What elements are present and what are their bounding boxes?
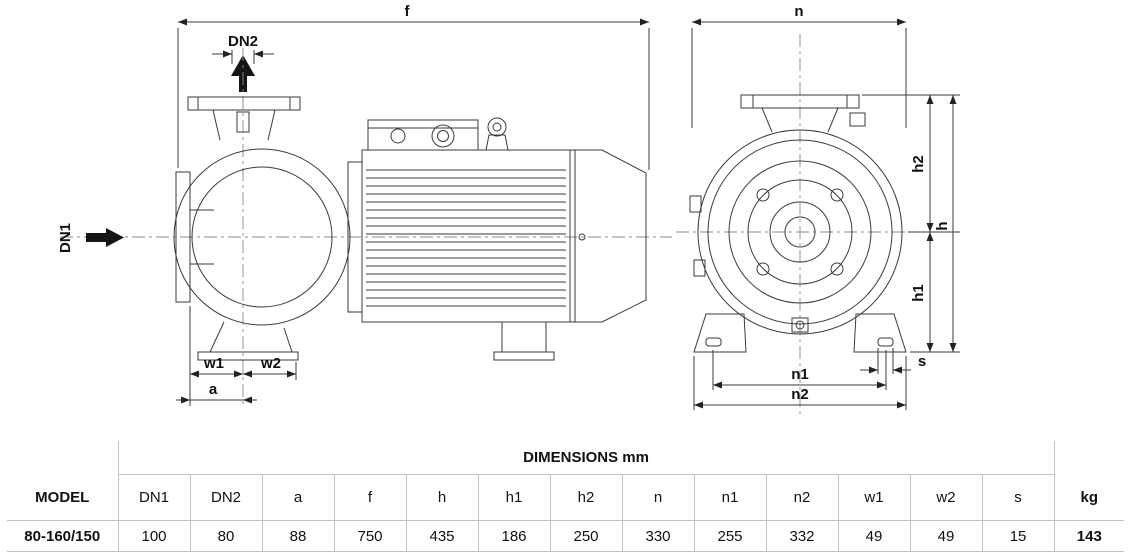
bolt-hole <box>830 188 844 202</box>
col-header-w2: w2 <box>909 474 982 521</box>
dimensions-table: MODEL DIMENSIONS mm kg DN1 DN2 a f h h1 … <box>7 441 1124 552</box>
value-n1: 255 <box>693 520 766 552</box>
motor-fins <box>366 169 566 307</box>
drain-plug <box>791 317 809 333</box>
col-header-n1: n1 <box>693 474 766 521</box>
right-foot <box>853 313 907 353</box>
fan-cover <box>570 149 647 323</box>
technical-drawing: f DN2 DN1 <box>57 3 960 416</box>
weight-header: kg <box>1053 441 1124 521</box>
col-header-dn2: DN2 <box>189 474 262 521</box>
dim-n: n <box>691 3 907 128</box>
dim-n1-n2-s: s n1 n2 <box>693 348 926 410</box>
col-header-n: n <box>621 474 694 521</box>
value-h1: 186 <box>477 520 550 552</box>
model-header: MODEL <box>7 441 118 521</box>
bolt-hole <box>756 262 770 276</box>
value-dn1: 100 <box>117 520 190 552</box>
dim-f: f <box>177 3 650 170</box>
bolt-hole <box>756 188 770 202</box>
side-view: f DN2 DN1 <box>57 3 672 408</box>
motor-foot <box>493 351 555 361</box>
dim-h1-label: h1 <box>910 284 927 302</box>
discharge-flange-front <box>740 94 860 109</box>
model-value: 80-160/150 <box>7 520 118 552</box>
value-n: 330 <box>621 520 694 552</box>
value-s: 15 <box>981 520 1055 552</box>
dim-h-label: h <box>934 221 951 230</box>
dim-n1-label: n1 <box>791 366 809 383</box>
dim-dn1-label: DN1 <box>57 223 74 253</box>
value-a: 88 <box>261 520 334 552</box>
dim-dn2: DN2 <box>212 33 274 64</box>
weight-value: 143 <box>1053 520 1124 552</box>
col-header-n2: n2 <box>765 474 838 521</box>
value-h: 435 <box>405 520 478 552</box>
dimensions-title: DIMENSIONS mm <box>117 441 1055 475</box>
col-header-a: a <box>261 474 334 521</box>
foot-slot <box>877 337 894 347</box>
value-f: 750 <box>333 520 406 552</box>
col-header-f: f <box>333 474 406 521</box>
bolt-hole <box>830 262 844 276</box>
casing-lug <box>693 259 706 277</box>
motor-body <box>361 149 571 323</box>
dim-s-label: s <box>918 353 926 370</box>
value-n2: 332 <box>765 520 838 552</box>
dim-h-group: h2 h1 h <box>862 94 960 353</box>
dn1-flow-arrow-icon <box>86 228 124 247</box>
casing-lug <box>689 195 702 213</box>
col-header-h: h <box>405 474 478 521</box>
dim-w1-label: w1 <box>203 355 224 372</box>
dim-f-label: f <box>405 3 411 20</box>
col-header-h2: h2 <box>549 474 622 521</box>
value-h2: 250 <box>549 520 622 552</box>
left-foot <box>693 313 747 353</box>
dim-a-label: a <box>209 381 218 398</box>
discharge-flange <box>187 96 301 111</box>
dim-n2-label: n2 <box>791 386 809 403</box>
pump-drawing-svg: f DN2 DN1 <box>57 3 960 416</box>
value-w1: 49 <box>837 520 910 552</box>
dim-h2-label: h2 <box>910 155 927 173</box>
value-w2: 49 <box>909 520 982 552</box>
col-header-s: s <box>981 474 1055 521</box>
volute-outline <box>173 148 351 326</box>
lifting-lug <box>849 112 866 127</box>
dim-w1-w2-a: w1 w2 a <box>176 306 297 406</box>
pump-casing-front <box>689 94 907 353</box>
motor-side <box>347 117 647 361</box>
col-header-dn1: DN1 <box>117 474 190 521</box>
pump-foot <box>197 351 299 361</box>
lifting-eye <box>487 117 507 137</box>
foot-slot <box>705 337 722 347</box>
front-view: n <box>676 3 960 416</box>
value-dn2: 80 <box>189 520 262 552</box>
suction-flange <box>175 171 191 303</box>
col-header-w1: w1 <box>837 474 910 521</box>
terminal-box <box>367 119 479 151</box>
dim-dn2-label: DN2 <box>228 33 258 50</box>
dim-n-label: n <box>794 3 803 20</box>
dim-dn1: DN1 <box>57 223 74 253</box>
dim-w2-label: w2 <box>260 355 281 372</box>
pump-casing-side <box>173 96 351 361</box>
col-header-h1: h1 <box>477 474 550 521</box>
vent-plug <box>236 111 250 133</box>
table-row: 80-160/150 100 80 88 750 435 186 250 330… <box>7 520 1124 552</box>
